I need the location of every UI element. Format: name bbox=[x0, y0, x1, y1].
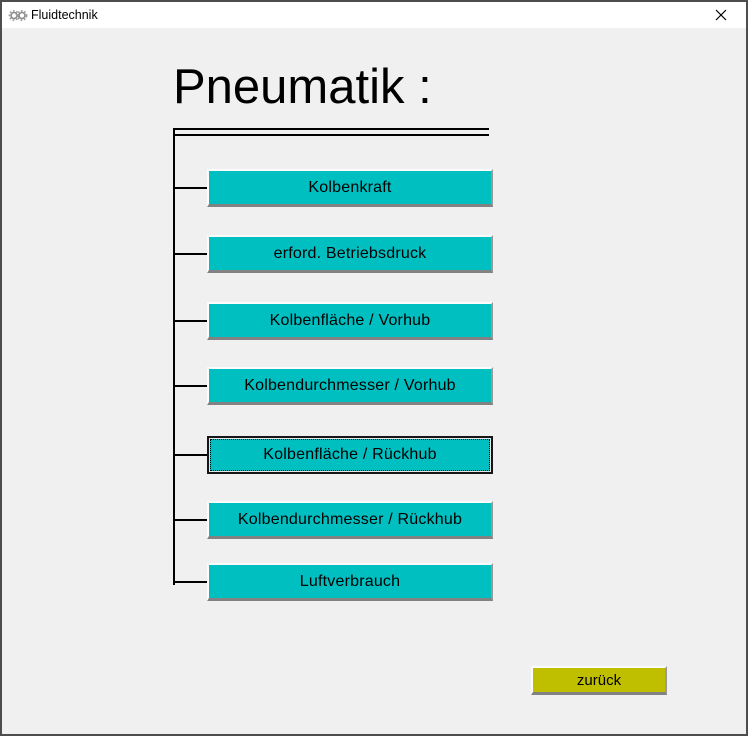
close-icon bbox=[715, 9, 727, 21]
tree-branch-line bbox=[175, 581, 207, 583]
menu-button-kolbenkraft[interactable]: Kolbenkraft bbox=[207, 169, 493, 207]
tree-branch-line bbox=[175, 385, 207, 387]
tree-top-line-2 bbox=[173, 134, 489, 136]
tree-branch-line bbox=[175, 519, 207, 521]
tree-top-line-1 bbox=[173, 128, 489, 130]
back-button[interactable]: zurück bbox=[531, 666, 667, 695]
page-title: Pneumatik : bbox=[173, 60, 432, 114]
menu-button-luftverbrauch[interactable]: Luftverbrauch bbox=[207, 563, 493, 601]
menu-button-kolbendurchmesser-vorhub[interactable]: Kolbendurchmesser / Vorhub bbox=[207, 367, 493, 405]
tree-branch-line bbox=[175, 187, 207, 189]
tree-branch-line bbox=[175, 253, 207, 255]
focused-button-face: Kolbenfläche / Rückhub bbox=[210, 439, 490, 471]
gears-icon bbox=[8, 10, 28, 21]
menu-button-kolbendurchmesser-rueckhub[interactable]: Kolbendurchmesser / Rückhub bbox=[207, 501, 493, 539]
tree-branch-line bbox=[175, 320, 207, 322]
menu-button-kolbenflaeche-rueckhub[interactable]: Kolbenfläche / Rückhub bbox=[207, 436, 493, 474]
window-title: Fluidtechnik bbox=[31, 8, 98, 22]
tree-stem-line bbox=[173, 128, 175, 585]
menu-button-kolbenflaeche-vorhub[interactable]: Kolbenfläche / Vorhub bbox=[207, 302, 493, 340]
tree-branch-line bbox=[175, 454, 207, 456]
title-bar: Fluidtechnik bbox=[2, 2, 746, 28]
close-button[interactable] bbox=[706, 2, 736, 28]
menu-button-erford-betriebsdruck[interactable]: erford. Betriebsdruck bbox=[207, 235, 493, 273]
